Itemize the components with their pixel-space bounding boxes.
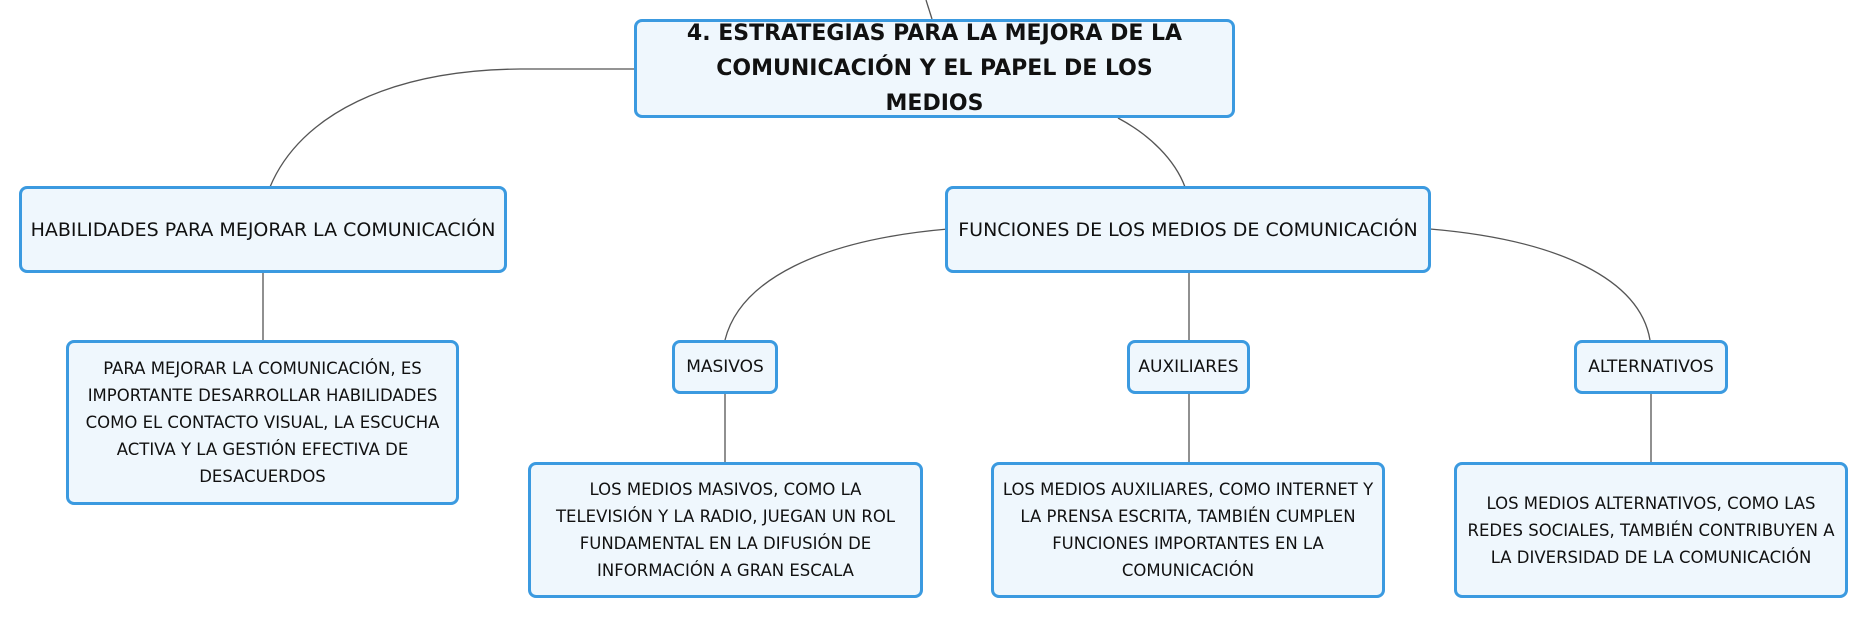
connector-root-to-functions — [1117, 117, 1186, 188]
alternative-media-label: ALTERNATIVOS — [1588, 357, 1714, 377]
root-topic-text: 4. ESTRATEGIAS PARA LA MEJORA DE LA COMU… — [667, 16, 1202, 121]
root-topic-line-1: 4. ESTRATEGIAS PARA LA MEJORA DE LA — [686, 21, 1183, 46]
alternative-media-node[interactable]: ALTERNATIVOS — [1574, 340, 1728, 394]
skills-detail-text: PARA MEJORAR LA COMUNICACIÓN, ES IMPORTA… — [85, 359, 440, 486]
connector-root-incoming — [925, 0, 933, 20]
functions-topic-node[interactable]: FUNCIONES DE LOS MEDIOS DE COMUNICACIÓN — [945, 186, 1431, 273]
massive-media-detail-text: LOS MEDIOS MASIVOS, COMO LA TELEVISIÓN Y… — [555, 480, 896, 580]
massive-media-node[interactable]: MASIVOS — [672, 340, 778, 394]
alternative-media-detail-text: LOS MEDIOS ALTERNATIVOS, COMO LAS REDES … — [1467, 493, 1835, 567]
functions-topic-label: FUNCIONES DE LOS MEDIOS DE COMUNICACIÓN — [958, 218, 1418, 241]
skills-topic-node[interactable]: HABILIDADES PARA MEJORAR LA COMUNICACIÓN — [19, 186, 507, 273]
skills-detail-node[interactable]: PARA MEJORAR LA COMUNICACIÓN, ES IMPORTA… — [66, 340, 459, 505]
root-topic-node[interactable]: 4. ESTRATEGIAS PARA LA MEJORA DE LA COMU… — [634, 19, 1235, 118]
auxiliary-media-node[interactable]: AUXILIARES — [1127, 340, 1250, 394]
massive-media-label: MASIVOS — [686, 357, 764, 377]
connector-functions-to-alternative — [1429, 228, 1651, 341]
alternative-media-detail-node[interactable]: LOS MEDIOS ALTERNATIVOS, COMO LAS REDES … — [1454, 462, 1848, 598]
skills-topic-label: HABILIDADES PARA MEJORAR LA COMUNICACIÓN — [30, 218, 496, 241]
auxiliary-media-label: AUXILIARES — [1138, 357, 1239, 377]
auxiliary-media-detail-node[interactable]: LOS MEDIOS AUXILIARES, COMO INTERNET Y L… — [991, 462, 1385, 598]
root-topic-line-2: COMUNICACIÓN Y EL PAPEL DE LOS MEDIOS — [716, 56, 1153, 116]
connector-functions-to-massive — [724, 228, 949, 341]
connector-root-to-skills — [269, 68, 634, 188]
massive-media-detail-node[interactable]: LOS MEDIOS MASIVOS, COMO LA TELEVISIÓN Y… — [528, 462, 923, 598]
auxiliary-media-detail-text: LOS MEDIOS AUXILIARES, COMO INTERNET Y L… — [1002, 480, 1374, 580]
